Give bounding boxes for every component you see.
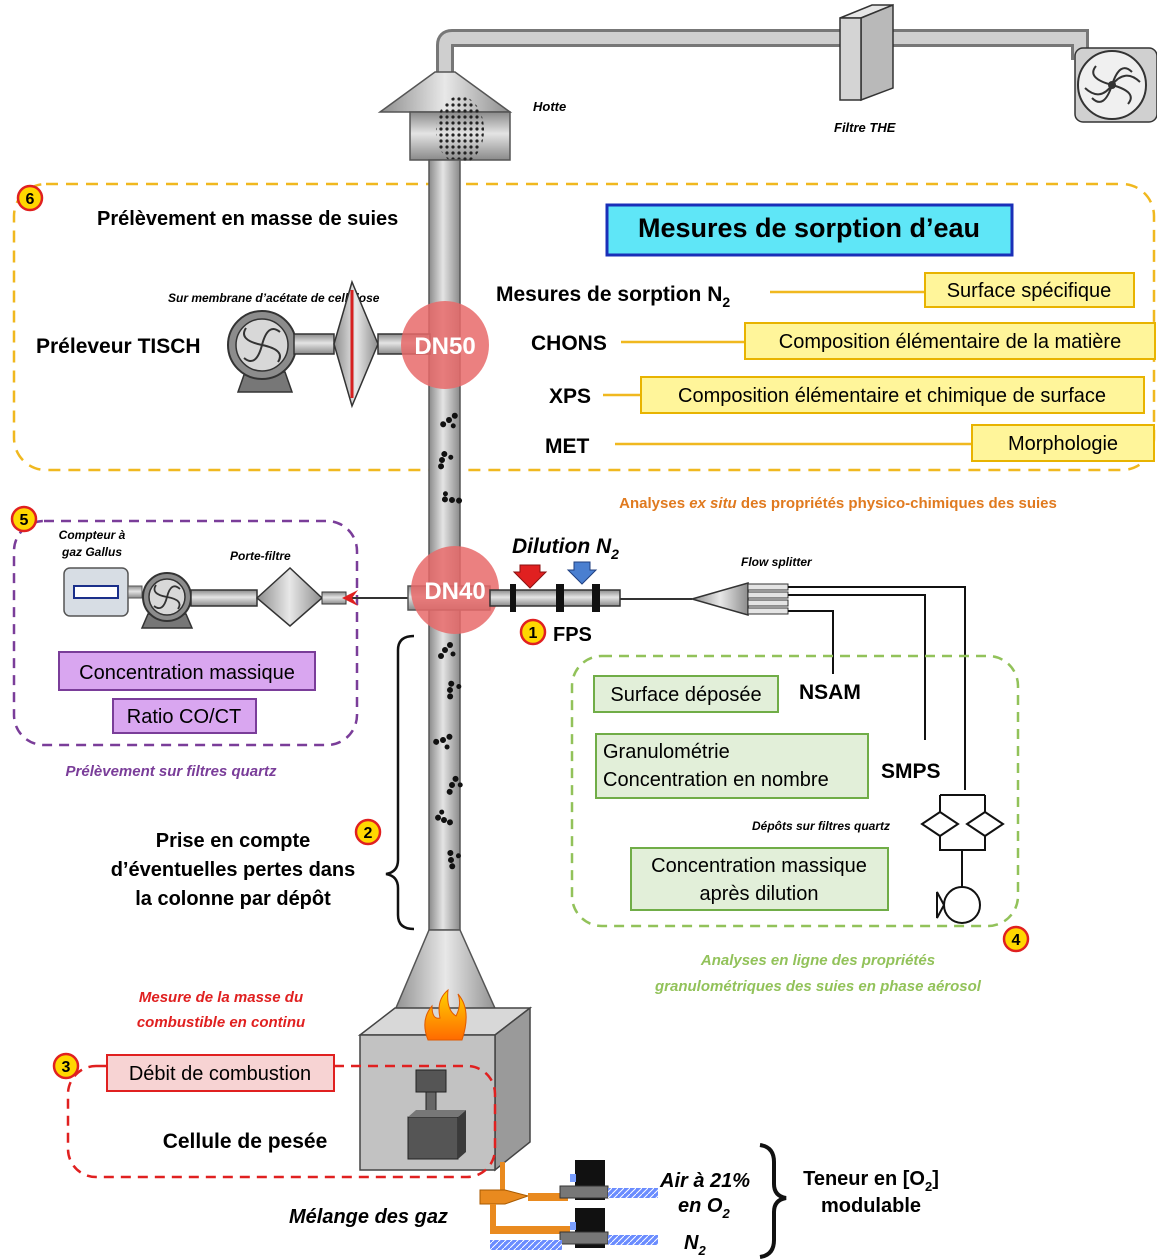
gas-counter-label-2: gaz Gallus bbox=[61, 545, 122, 559]
losses-line-3: la colonne par dépôt bbox=[135, 888, 331, 910]
flow-splitter-label: Flow splitter bbox=[741, 555, 813, 569]
section-5-pump bbox=[140, 566, 347, 629]
section-3-frame bbox=[66, 1064, 497, 1179]
the-filter bbox=[839, 3, 894, 102]
losses-line-1: Prise en compte bbox=[156, 830, 311, 852]
nsam-label: NSAM bbox=[799, 681, 861, 704]
result-box-morphology bbox=[971, 424, 1155, 462]
step-3-number: 3 bbox=[62, 1059, 71, 1076]
dn40-port bbox=[411, 546, 499, 634]
flow-arrow-left bbox=[342, 590, 358, 606]
result-elemental-composition: Composition élémentaire de la matière bbox=[779, 331, 1121, 353]
ex-situ-caption: Analyses ex situ des propriétés physico-… bbox=[619, 495, 1057, 512]
combustion-rate-text: Débit de combustion bbox=[129, 1063, 311, 1085]
combustion-rate-box bbox=[106, 1054, 335, 1092]
step-2-badge bbox=[354, 818, 382, 846]
step-5-number: 5 bbox=[20, 512, 29, 529]
soot-particles bbox=[433, 412, 463, 870]
flame-icon bbox=[424, 988, 467, 1041]
filter-holder-label: Porte-filtre bbox=[230, 549, 291, 563]
deposited-surface-text: Surface déposée bbox=[610, 684, 761, 706]
air-label-2: en O2 bbox=[678, 1195, 730, 1221]
granulometry-text: Granulométrie bbox=[603, 741, 730, 763]
tisch-pump bbox=[227, 279, 431, 409]
step-4-number: 4 bbox=[1012, 932, 1021, 949]
result-box-elemental-composition bbox=[744, 322, 1156, 360]
fuel-mass-caption-1: Mesure de la masse du bbox=[139, 989, 303, 1006]
step-5-badge bbox=[10, 505, 38, 533]
result-surface-composition: Composition élémentaire et chimique de s… bbox=[678, 385, 1106, 407]
diluted-mass-text-2: après dilution bbox=[700, 883, 819, 905]
method-xps: XPS bbox=[549, 385, 591, 408]
gas-brace bbox=[759, 1143, 787, 1259]
step-3-badge bbox=[52, 1052, 80, 1080]
fuel-mass-caption-2: combustible en continu bbox=[137, 1014, 305, 1031]
diluted-mass-box bbox=[630, 847, 889, 911]
online-caption-1: Analyses en ligne des propriétés bbox=[700, 952, 935, 969]
dn50-port bbox=[401, 301, 489, 389]
gas-mixer bbox=[479, 1162, 570, 1234]
n2-mass-flow-controller bbox=[490, 1208, 658, 1250]
air-mass-flow-controller bbox=[559, 1160, 658, 1200]
flow-splitter bbox=[689, 582, 789, 616]
air-label-1: Air à 21% bbox=[659, 1170, 750, 1192]
method-chons: CHONS bbox=[531, 332, 607, 355]
gas-mixing-label: Mélange des gaz bbox=[289, 1206, 448, 1228]
load-cell-label: Cellule de pesée bbox=[163, 1130, 328, 1153]
extraction-fan bbox=[1074, 47, 1157, 123]
method-n2-sorption: Mesures de sorption N2 bbox=[496, 283, 730, 310]
exhaust-duct bbox=[436, 29, 1089, 100]
n2-label: N2 bbox=[684, 1232, 706, 1258]
mass-concentration-box bbox=[58, 651, 316, 691]
o2-content-label-1: Teneur en [O2] bbox=[803, 1168, 939, 1194]
result-morphology: Morphologie bbox=[1008, 433, 1118, 455]
step-1-number: 1 bbox=[529, 625, 538, 642]
step-4-badge bbox=[1002, 925, 1030, 953]
result-box-specific-surface bbox=[924, 272, 1135, 308]
step-6-badge bbox=[16, 184, 44, 212]
losses-line-2: d’éventuelles pertes dans bbox=[111, 859, 356, 881]
deposited-surface-box bbox=[593, 675, 779, 713]
the-filter-label: Filtre THE bbox=[834, 120, 896, 135]
quartz-filter-caption: Prélèvement sur filtres quartz bbox=[66, 763, 277, 780]
diluted-mass-text-1: Concentration massique bbox=[651, 855, 867, 877]
section-4-frame bbox=[570, 654, 1020, 928]
mass-concentration-text: Concentration massique bbox=[79, 662, 295, 684]
step-1-badge bbox=[519, 618, 547, 646]
membrane-label: Sur membrane d’acétate de cellulose bbox=[168, 291, 380, 305]
dn50-label: DN50 bbox=[414, 333, 475, 360]
load-cell-icon bbox=[407, 1069, 466, 1160]
water-sorption-headline: Mesures de sorption d’eau bbox=[638, 213, 980, 243]
hood-label: Hotte bbox=[533, 99, 566, 114]
step-6-number: 6 bbox=[26, 191, 35, 208]
splitter-outlet-lines bbox=[788, 586, 966, 790]
section-2-brace bbox=[385, 634, 415, 931]
co-ct-ratio-text: Ratio CO/CT bbox=[127, 706, 241, 728]
fps-label: FPS bbox=[553, 624, 592, 646]
step-2-number: 2 bbox=[364, 825, 373, 842]
granulometry-box bbox=[595, 733, 869, 799]
fps-dilutor bbox=[489, 561, 621, 612]
sampling-column bbox=[428, 159, 461, 931]
dilution-label: Dilution N2 bbox=[512, 535, 619, 562]
result-box-surface-composition bbox=[640, 376, 1145, 414]
hood bbox=[377, 71, 513, 164]
online-caption-2: granulométriques des suies en phase aéro… bbox=[654, 978, 982, 995]
result-specific-surface: Surface spécifique bbox=[947, 280, 1112, 302]
smps-label: SMPS bbox=[881, 760, 941, 783]
quartz-filters bbox=[920, 794, 1005, 924]
method-met: MET bbox=[545, 435, 590, 458]
water-sorption-headline-box bbox=[605, 203, 1014, 257]
dn40-label: DN40 bbox=[424, 578, 485, 605]
section-6-title: Prélèvement en masse de suies bbox=[97, 208, 398, 230]
gallus-gas-counter bbox=[63, 567, 143, 617]
quartz-deposit-label: Dépôts sur filtres quartz bbox=[752, 819, 890, 833]
section-5-frame bbox=[12, 519, 359, 747]
co-ct-ratio-box bbox=[112, 698, 257, 734]
o2-content-label-2: modulable bbox=[821, 1195, 921, 1217]
tisch-sampler-label: Préleveur TISCH bbox=[36, 335, 201, 358]
gas-counter-label-1: Compteur à bbox=[59, 528, 126, 542]
number-concentration-text: Concentration en nombre bbox=[603, 769, 829, 791]
